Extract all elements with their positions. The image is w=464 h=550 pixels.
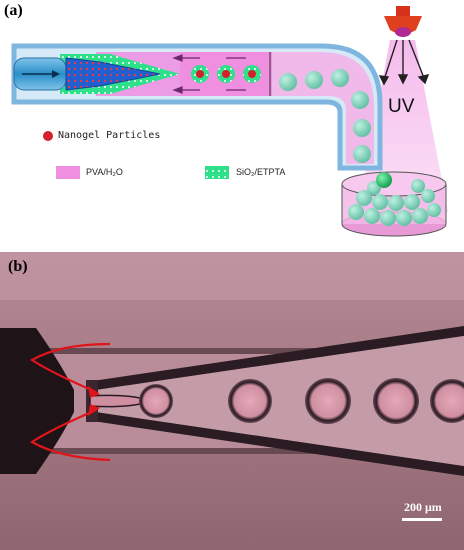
forming-droplet bbox=[89, 384, 173, 418]
flowing-droplets bbox=[279, 69, 371, 163]
legend-sio2-swatch bbox=[205, 166, 229, 179]
uv-lamp-icon bbox=[384, 6, 422, 37]
flow-arrows-icon bbox=[172, 54, 246, 94]
legend-pva-swatch bbox=[56, 166, 80, 179]
injection-nozzle bbox=[0, 328, 74, 474]
collected-droplets bbox=[348, 172, 441, 226]
scale-bar-label: 200 μm bbox=[404, 500, 442, 514]
nanogel-droplets bbox=[191, 65, 261, 83]
uv-label: UV bbox=[388, 96, 415, 117]
panel-a-label: (a) bbox=[4, 2, 23, 19]
collection-dish bbox=[341, 171, 447, 237]
legend-pva-label: PVA/H₂O bbox=[86, 167, 123, 177]
legend bbox=[43, 131, 229, 179]
microscope-image bbox=[0, 252, 464, 550]
scale-bar bbox=[402, 518, 442, 521]
uv-arrows-icon bbox=[378, 39, 430, 86]
arrowheads-icon bbox=[88, 386, 100, 416]
legend-nanogel-label: Nanogel Particles bbox=[58, 130, 161, 141]
flow-arrows-red-icon bbox=[29, 342, 111, 462]
collection-capillary bbox=[86, 326, 464, 476]
dispersed-phase-cone bbox=[65, 57, 161, 91]
panel-b-label: (b) bbox=[8, 258, 28, 275]
emulsion-droplets bbox=[228, 378, 464, 424]
legend-nanogel-swatch bbox=[43, 131, 53, 141]
microfluidic-schematic bbox=[11, 6, 448, 237]
injection-capillary bbox=[13, 57, 67, 91]
legend-sio2-label: SiO₂/ETPTA bbox=[236, 167, 286, 177]
